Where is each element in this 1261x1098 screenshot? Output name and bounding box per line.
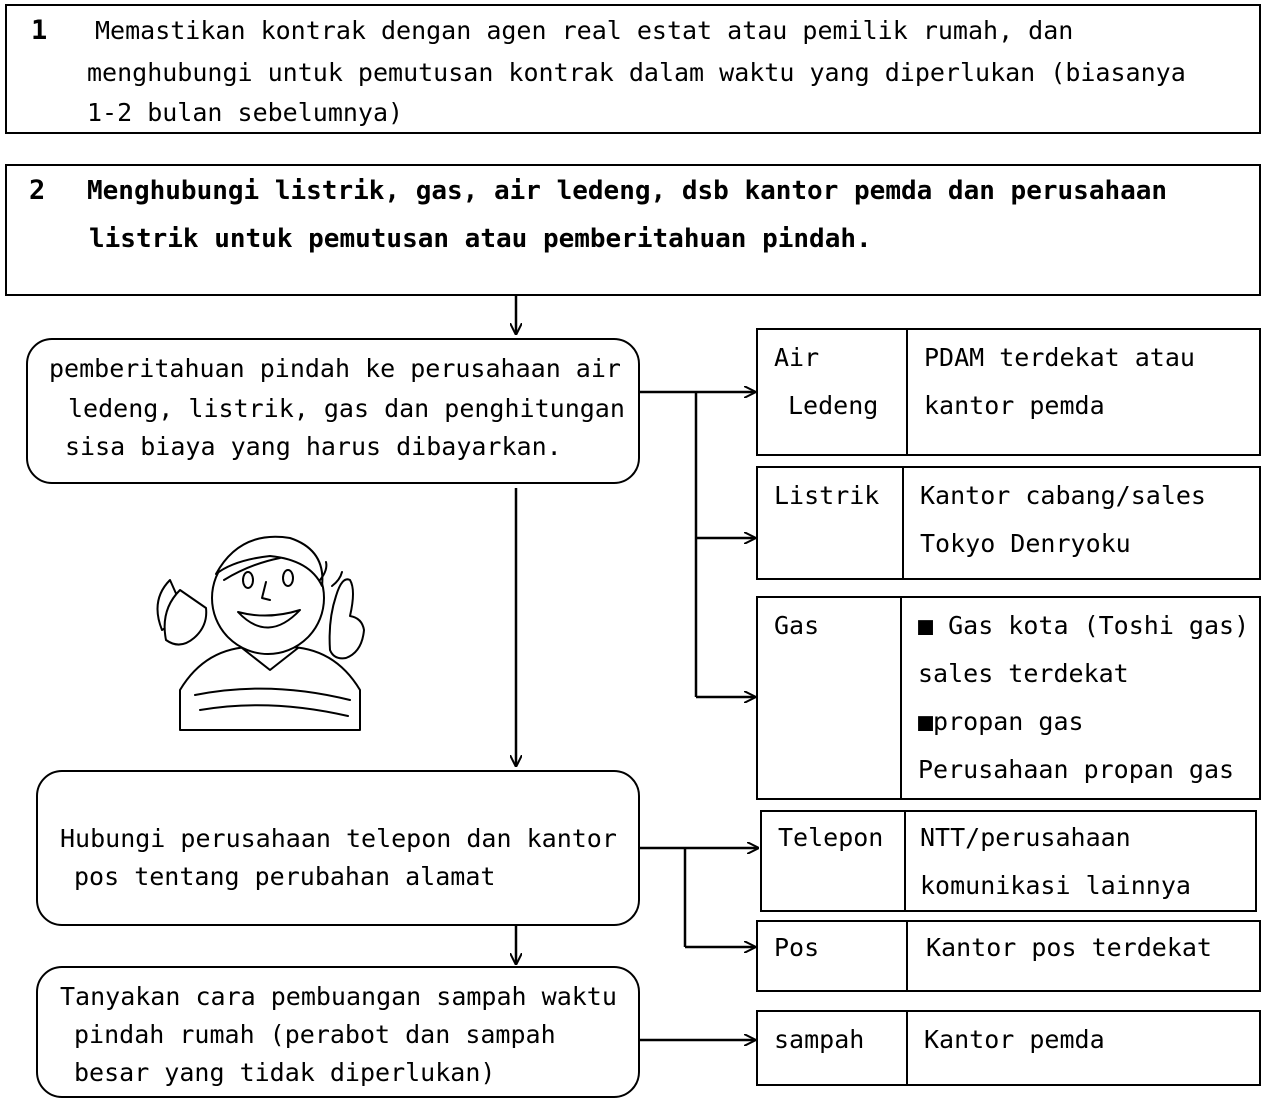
step-2-line-1: Menghubungi listrik, gas, air ledeng, ds… — [87, 176, 1168, 206]
phone-value-line-2: komunikasi lainnya — [920, 871, 1191, 900]
step-1-line-2: menghubungi untuk pemutusan kontrak dala… — [87, 58, 1186, 87]
electricity-value-line-1: Kantor cabang/sales — [920, 481, 1206, 510]
step-1-line-1: Memastikan kontrak dengan agen real esta… — [95, 16, 1074, 45]
water-label-line-2: Ledeng — [788, 391, 879, 420]
gas-value-line-1: ■ Gas kota (Toshi gas) — [918, 611, 1250, 640]
ask-garbage-box: Tanyakan cara pembuangan sampah waktu pi… — [36, 966, 640, 1098]
water-label-cell: Air Ledeng — [756, 328, 910, 456]
gas-value-line-3: ■propan gas — [918, 707, 1084, 736]
notify-utilities-line-1: pemberitahuan pindah ke perusahaan air — [49, 354, 621, 383]
ask-garbage-line-2: pindah rumah (perabot dan sampah — [74, 1020, 556, 1049]
step-1-number: 1 — [31, 15, 48, 46]
gas-value-cell: ■ Gas kota (Toshi gas) sales terdekat ■p… — [900, 596, 1261, 800]
step-2-line-2: listrik untuk pemutusan atau pemberitahu… — [89, 224, 872, 254]
post-value: Kantor pos terdekat — [926, 933, 1212, 962]
post-value-cell: Kantor pos terdekat — [906, 920, 1261, 992]
electricity-label-cell: Listrik — [756, 466, 906, 580]
ask-garbage-line-3: besar yang tidak diperlukan) — [74, 1058, 496, 1087]
person-on-phone-thumbs-up-icon — [156, 535, 365, 731]
notify-utilities-box: pemberitahuan pindah ke perusahaan air l… — [26, 338, 640, 484]
contact-phone-post-box: Hubungi perusahaan telepon dan kantor po… — [36, 770, 640, 926]
gas-label: Gas — [774, 611, 820, 640]
step-1-line-3: 1-2 bulan sebelumnya) — [87, 98, 404, 127]
step-2-number: 2 — [29, 175, 46, 206]
water-value-line-1: PDAM terdekat atau — [924, 343, 1195, 372]
phone-value-cell: NTT/perusahaan komunikasi lainnya — [904, 810, 1257, 912]
post-label-cell: Pos — [756, 920, 910, 992]
garbage-value-cell: Kantor pemda — [906, 1010, 1261, 1086]
phone-label-cell: Telepon — [760, 810, 908, 912]
gas-label-cell: Gas — [756, 596, 904, 800]
water-value-cell: PDAM terdekat atau kantor pemda — [906, 328, 1261, 456]
electricity-label: Listrik — [774, 481, 880, 510]
gas-value-line-2: sales terdekat — [918, 659, 1129, 688]
electricity-value-line-2: Tokyo Denryoku — [920, 529, 1131, 558]
contact-phone-post-line-2: pos tentang perubahan alamat — [74, 862, 496, 891]
garbage-label: sampah — [774, 1025, 865, 1054]
ask-garbage-line-1: Tanyakan cara pembuangan sampah waktu — [60, 982, 617, 1011]
phone-label: Telepon — [778, 823, 884, 852]
notify-utilities-line-2: ledeng, listrik, gas dan penghitungan — [68, 394, 625, 423]
water-label-line-1: Air — [774, 343, 820, 372]
post-label: Pos — [774, 933, 820, 962]
garbage-value: Kantor pemda — [924, 1025, 1105, 1054]
electricity-value-cell: Kantor cabang/sales Tokyo Denryoku — [902, 466, 1261, 580]
water-value-line-2: kantor pemda — [924, 391, 1105, 420]
notify-utilities-line-3: sisa biaya yang harus dibayarkan. — [65, 432, 562, 461]
gas-value-line-4: Perusahaan propan gas — [918, 755, 1235, 784]
step-1-box: 1 Memastikan kontrak dengan agen real es… — [5, 4, 1261, 134]
phone-value-line-1: NTT/perusahaan — [920, 823, 1131, 852]
step-2-box: 2 Menghubungi listrik, gas, air ledeng, … — [5, 164, 1261, 296]
garbage-label-cell: sampah — [756, 1010, 910, 1086]
contact-phone-post-line-1: Hubungi perusahaan telepon dan kantor — [60, 824, 617, 853]
